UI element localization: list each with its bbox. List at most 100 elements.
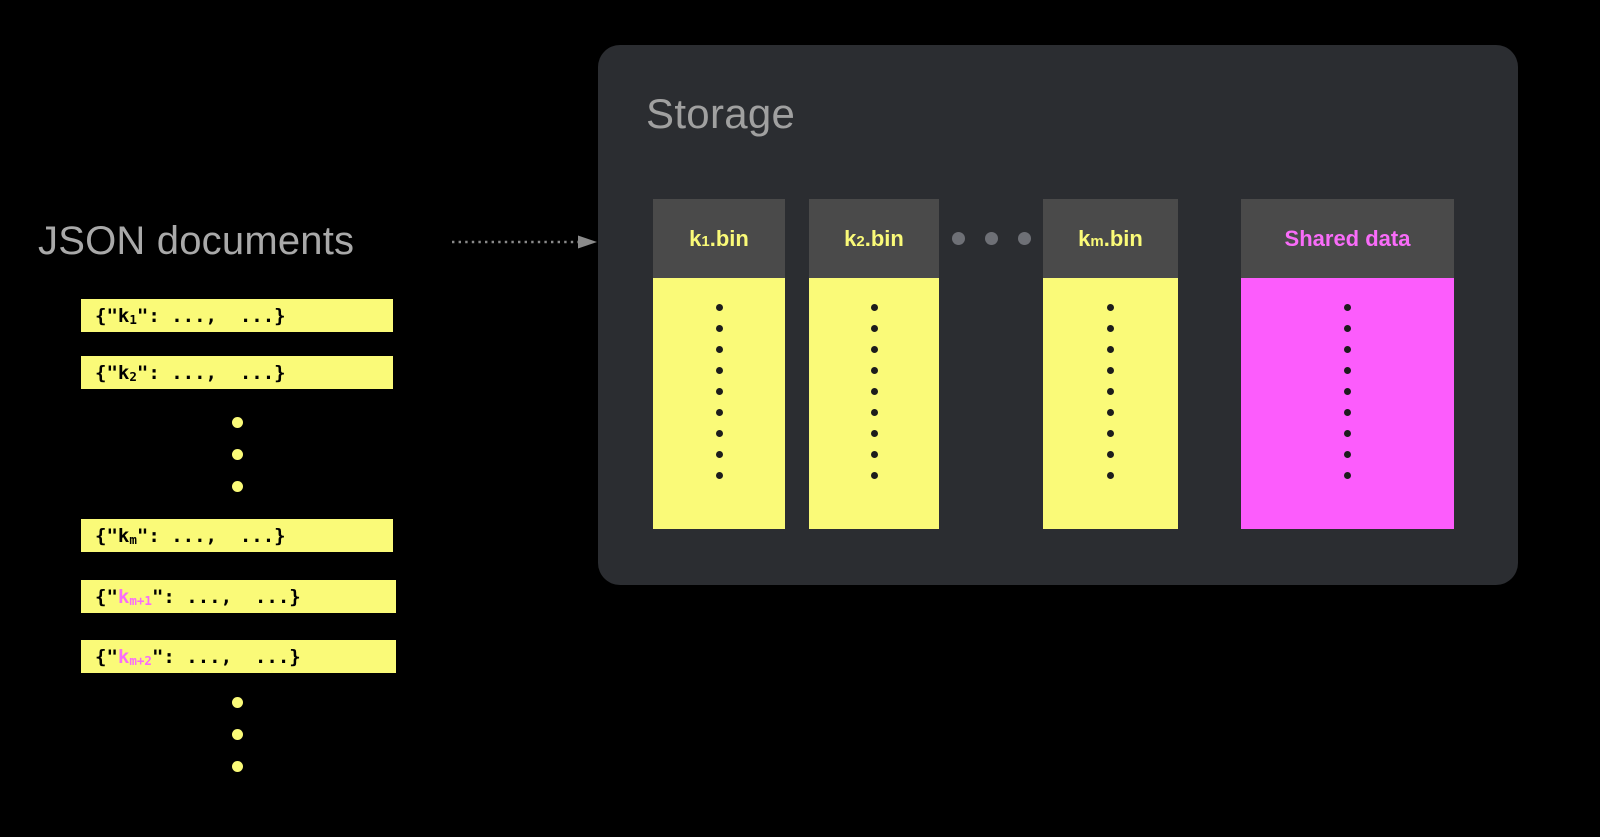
- json-documents-section: JSON documents {"k1": ..., ...} {"k2": .…: [0, 0, 600, 837]
- json-documents-title: JSON documents: [38, 219, 355, 263]
- doc-prefix: {": [95, 585, 118, 608]
- doc-suffix: ": ..., ...}: [136, 361, 286, 384]
- record-dot: [1344, 451, 1351, 458]
- storage-bin-k2-body: [809, 278, 939, 529]
- record-dot: [1107, 472, 1114, 479]
- record-dot: [715, 367, 723, 374]
- doc-suffix: ": ..., ...}: [136, 524, 286, 547]
- doc-key-subscript: 1: [129, 312, 137, 328]
- record-dot: [715, 451, 723, 458]
- bin-label-base: k: [689, 225, 702, 251]
- ellipsis-dot: [1017, 232, 1031, 245]
- json-document-row-shared: {"km+2": ..., ...}: [81, 640, 396, 673]
- doc-key: km: [117, 524, 137, 548]
- doc-key-subscript: m+1: [129, 593, 152, 609]
- bin-label-base: k: [1078, 225, 1091, 251]
- record-dot: [870, 451, 878, 458]
- doc-prefix: {": [95, 304, 118, 327]
- doc-key: k2: [117, 361, 137, 385]
- record-dot: [715, 430, 723, 437]
- flow-arrow-icon: [452, 235, 597, 249]
- record-dot: [715, 346, 723, 353]
- json-document-row-shared: {"km+1": ..., ...}: [81, 580, 396, 613]
- doc-key-base: k: [117, 645, 130, 668]
- record-dot: [870, 367, 878, 374]
- record-dot: [1107, 388, 1114, 395]
- bin-label-suffix: .bin: [864, 225, 904, 251]
- record-dot: [1344, 367, 1351, 374]
- doc-key-subscript: 2: [129, 369, 137, 385]
- storage-bin-shared-body: [1241, 278, 1454, 529]
- ellipsis-dot: [232, 481, 243, 492]
- record-dot: [1344, 409, 1351, 416]
- record-dot: [870, 430, 878, 437]
- record-dot: [715, 472, 723, 479]
- documents-ellipsis-upper: [232, 417, 243, 492]
- doc-suffix: ": ..., ...}: [151, 585, 301, 608]
- ellipsis-dot: [232, 449, 243, 460]
- record-dot: [1344, 430, 1351, 437]
- doc-key-subscript: m: [129, 532, 137, 548]
- doc-prefix: {": [95, 361, 118, 384]
- storage-title: Storage: [646, 90, 796, 137]
- record-dot: [1107, 367, 1114, 374]
- record-dot: [1107, 409, 1114, 416]
- ellipsis-dot: [951, 232, 965, 245]
- storage-bin-shared-data[interactable]: Shared data: [1241, 199, 1454, 529]
- record-dot: [1107, 430, 1114, 437]
- record-dot: [1344, 388, 1351, 395]
- record-dot: [870, 388, 878, 395]
- doc-suffix: ": ..., ...}: [136, 304, 286, 327]
- record-dot: [715, 304, 723, 311]
- record-dot: [870, 409, 878, 416]
- ellipsis-dot: [232, 761, 243, 772]
- ellipsis-dot: [232, 697, 243, 708]
- record-dot: [1107, 304, 1114, 311]
- ellipsis-dot: [232, 417, 243, 428]
- doc-suffix: ": ..., ...}: [151, 645, 301, 668]
- doc-key: km+2: [117, 645, 152, 669]
- bin-label-suffix: .bin: [1103, 225, 1143, 251]
- bin-label-subscript: m: [1090, 232, 1104, 250]
- record-dot: [870, 346, 878, 353]
- record-dot: [1344, 325, 1351, 332]
- storage-bins-ellipsis: [939, 199, 1043, 278]
- doc-key-base: k: [117, 304, 130, 327]
- record-dot: [1344, 304, 1351, 311]
- doc-key-base: k: [117, 524, 130, 547]
- record-dot: [870, 325, 878, 332]
- storage-bin-shared-header: Shared data: [1241, 199, 1454, 278]
- bin-label-suffix: Shared data: [1284, 225, 1411, 251]
- json-document-row: {"k2": ..., ...}: [81, 356, 393, 389]
- json-document-row: {"km": ..., ...}: [81, 519, 393, 552]
- bin-label-suffix: .bin: [709, 225, 749, 251]
- record-dot: [715, 388, 723, 395]
- ellipsis-dot: [984, 232, 998, 245]
- storage-bin-k1-body: [653, 278, 785, 529]
- bin-label-subscript: 2: [856, 232, 865, 250]
- doc-key-base: k: [117, 361, 130, 384]
- doc-key-base: k: [117, 585, 130, 608]
- bin-label-base: k: [844, 225, 857, 251]
- record-dot: [1344, 472, 1351, 479]
- doc-prefix: {": [95, 645, 118, 668]
- record-dot: [715, 409, 723, 416]
- record-dot: [870, 304, 878, 311]
- ellipsis-dot: [232, 729, 243, 740]
- record-dot: [1107, 325, 1114, 332]
- bin-label-subscript: 1: [701, 232, 710, 250]
- json-document-row: {"k1": ..., ...}: [81, 299, 393, 332]
- record-dot: [715, 325, 723, 332]
- record-dot: [1107, 346, 1114, 353]
- doc-prefix: {": [95, 524, 118, 547]
- doc-key: k1: [117, 304, 137, 328]
- record-dot: [870, 472, 878, 479]
